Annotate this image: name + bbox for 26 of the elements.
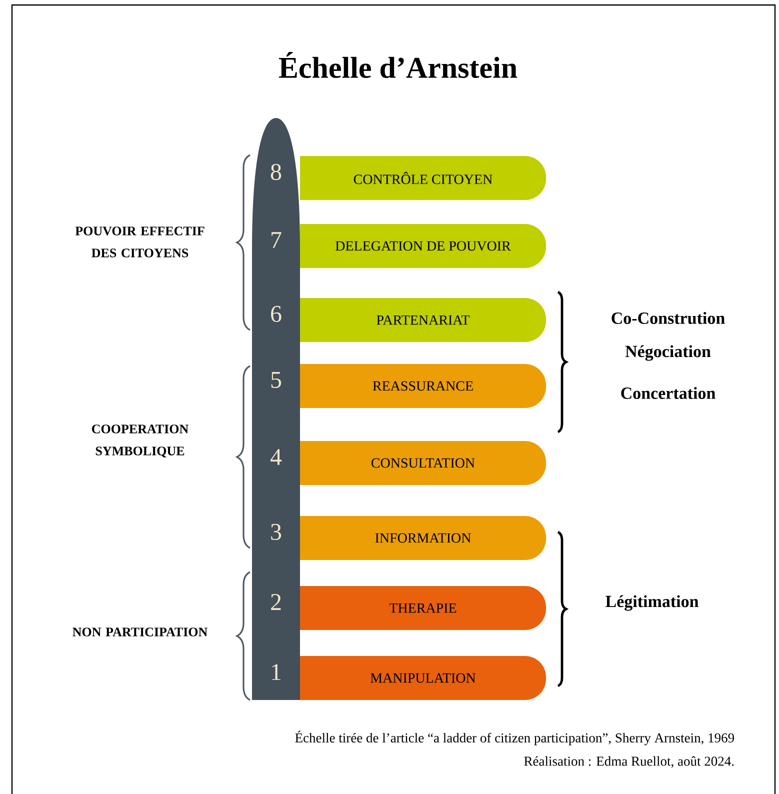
group-label: Concertation	[621, 387, 716, 399]
rung-box: REASSURANCE	[300, 364, 546, 408]
rung-number: 8	[270, 164, 282, 180]
group-label: Légitimation	[606, 595, 698, 611]
group-label: Négociation	[625, 345, 711, 361]
rung-number: 2	[271, 594, 281, 610]
rung-number: 3	[271, 524, 282, 540]
rung-box: THERAPIE	[300, 586, 546, 630]
rung-box: CONTRÔLE CITOYEN	[300, 156, 546, 200]
group-label: POUVOIR EFFECTIF DES CITOYENS	[75, 226, 204, 258]
rung-box: PARTENARIAT	[300, 298, 546, 342]
rung-number: 7	[272, 232, 282, 248]
group-label: Co-Constrution	[612, 312, 725, 324]
rung-number: 6	[271, 306, 282, 322]
rung-number: 4	[270, 449, 282, 465]
rung-box: CONSULTATION	[300, 441, 546, 485]
rung-number: 1	[272, 664, 281, 680]
caption-line: Réalisation : Edma Ruellot, août 2024.	[524, 756, 734, 768]
rung-number: 5	[271, 372, 282, 388]
rung-box: MANIPULATION	[300, 656, 546, 700]
rung-box: DELEGATION DE POUVOIR	[300, 224, 546, 268]
rung-box: INFORMATION	[300, 516, 546, 560]
caption-line: Échelle tirée de l’article “a ladder of citizen participation”, Sherry Arnstein, 1969	[295, 730, 734, 746]
group-label: COOPERATION SYMBOLIQUE	[92, 424, 188, 458]
group-label: NON PARTICIPATION	[72, 628, 208, 636]
title: Échelle d’Arnstein	[278, 52, 518, 78]
